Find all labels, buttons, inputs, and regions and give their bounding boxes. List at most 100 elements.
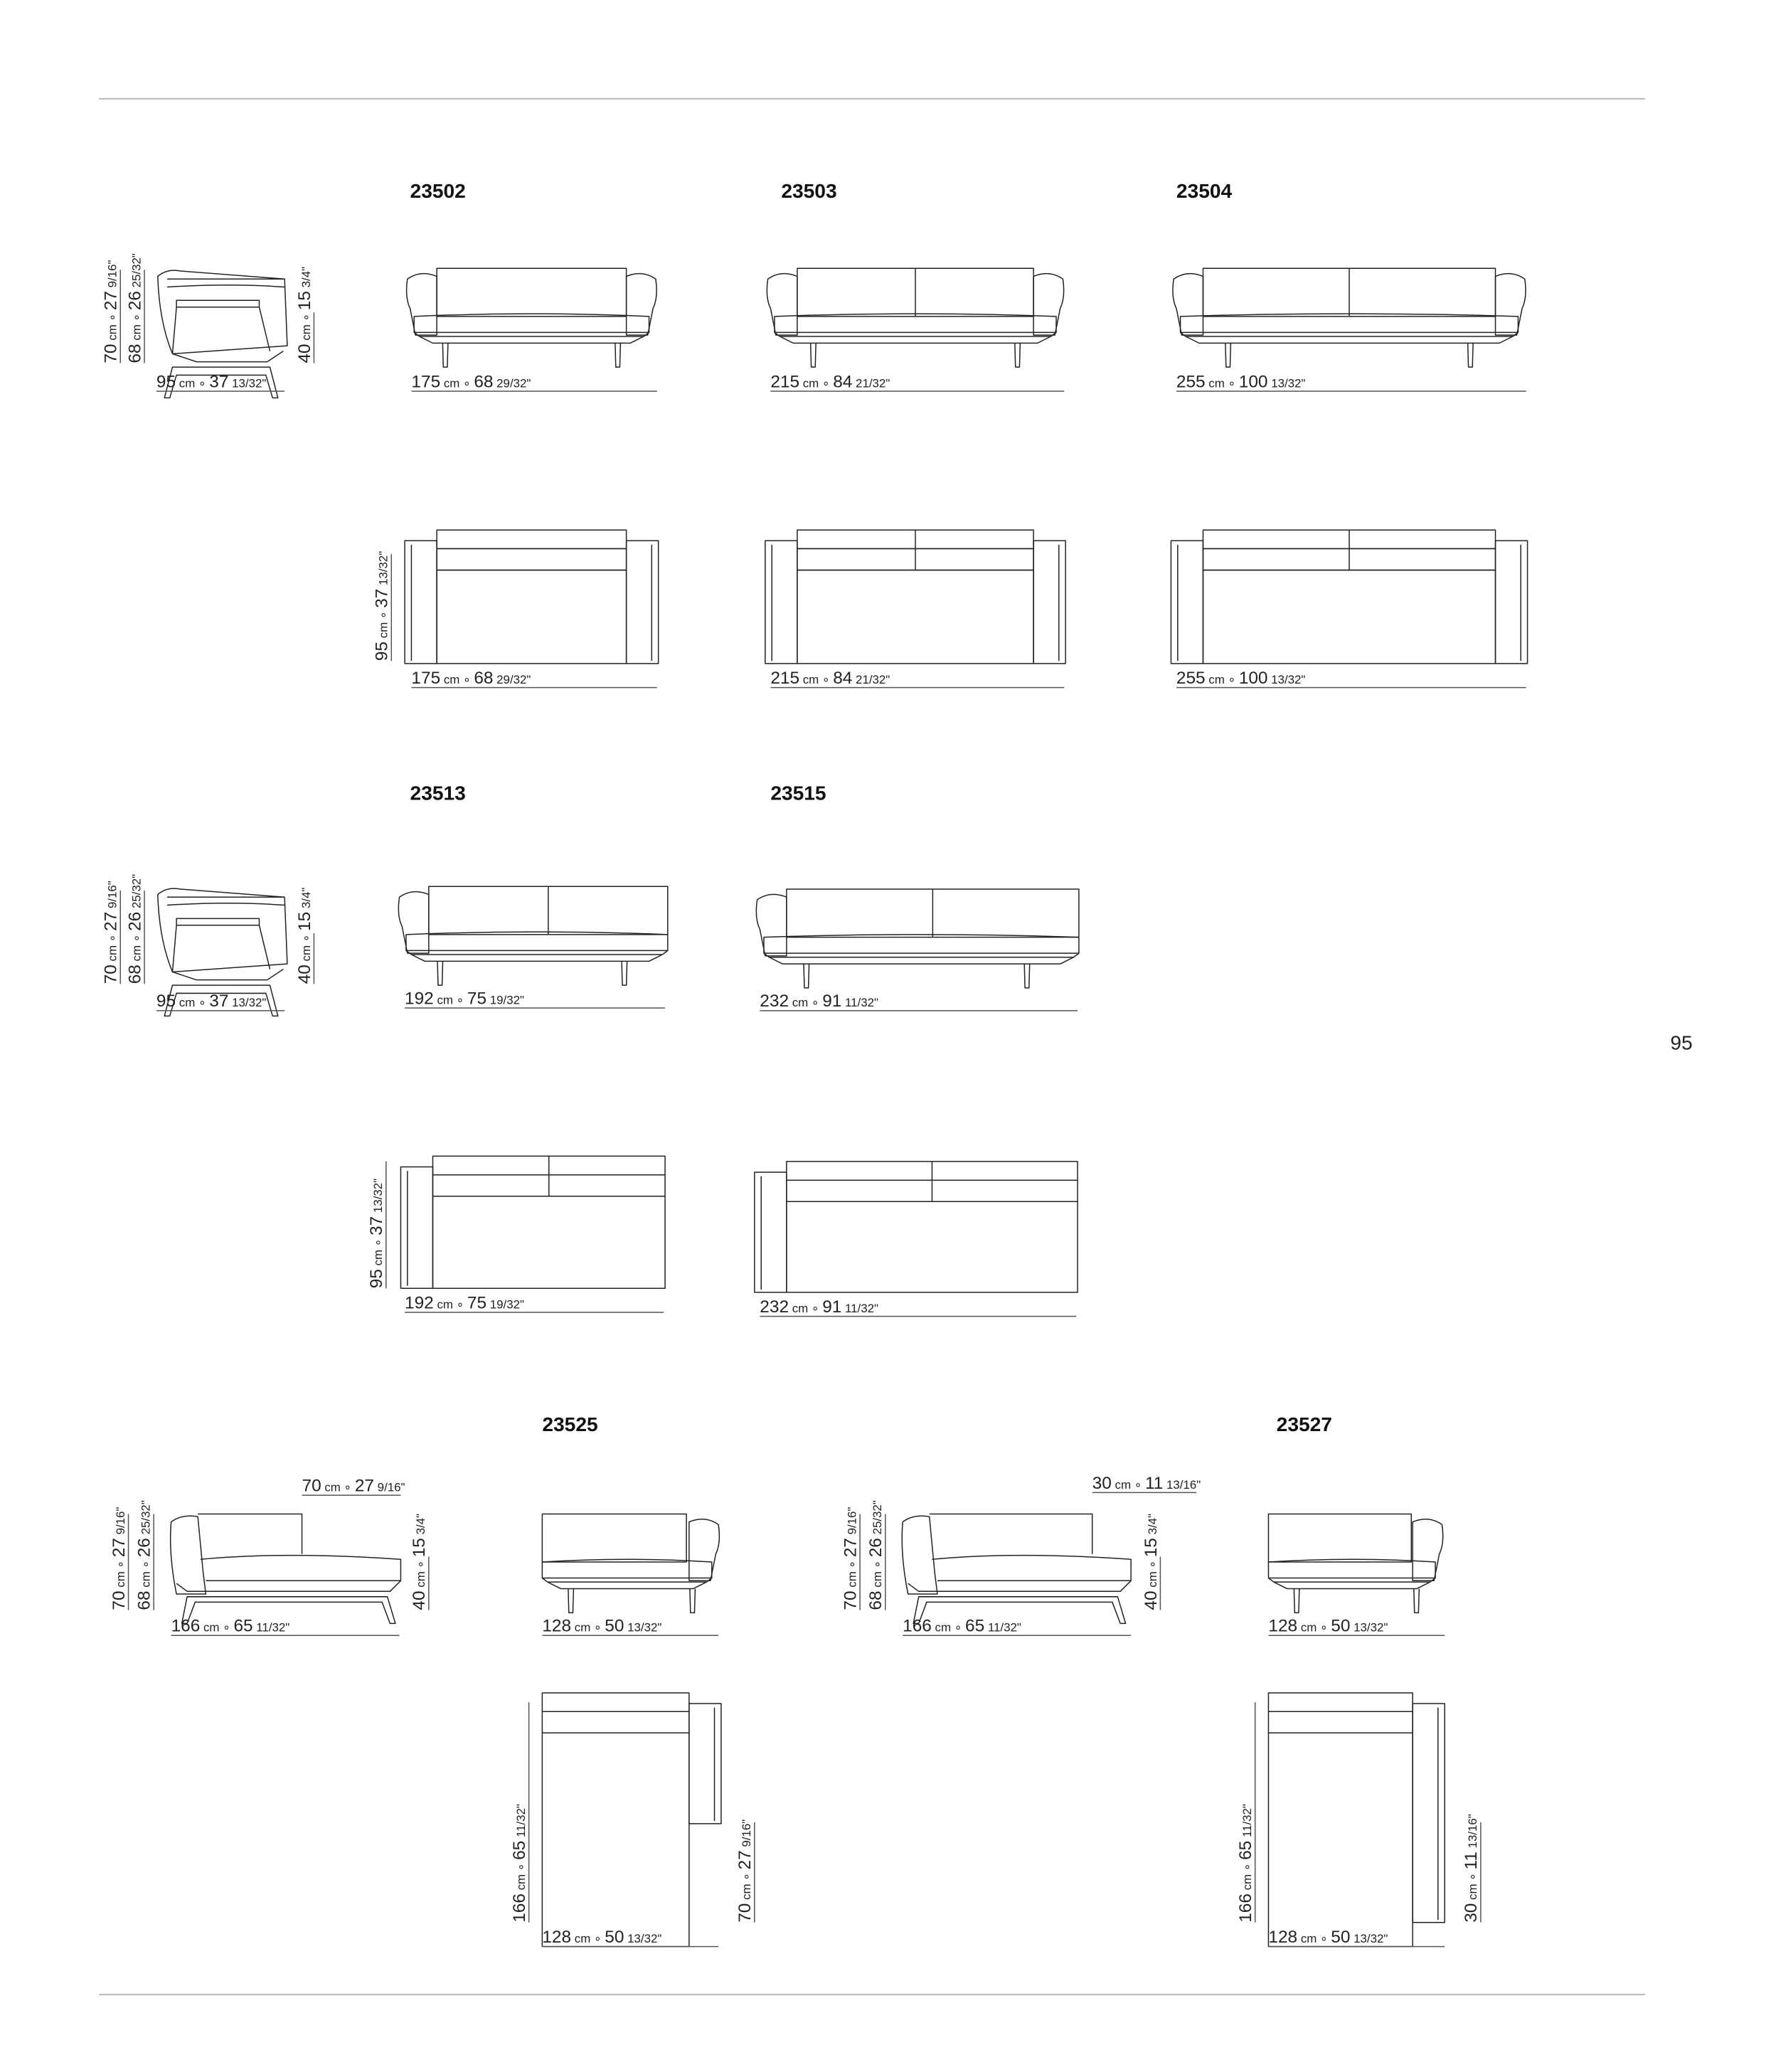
dimension-d30-vertical: 30 cm ∘ 11 13/16" — [1462, 1814, 1482, 1923]
dimension-d215: 215 cm ∘ 84 21/32" — [770, 372, 1065, 392]
dimension-unit: cm — [129, 945, 143, 962]
dimension-in: 50 — [605, 1617, 624, 1636]
dimension-in: 100 — [1239, 372, 1268, 391]
armrest-left — [405, 272, 437, 336]
seat-sides — [171, 925, 271, 972]
dimension-cm: 128 — [1268, 1617, 1297, 1636]
dimension-unit: cm — [203, 1621, 220, 1635]
sofa-23515-plan — [754, 1161, 1078, 1293]
spacer — [740, 1881, 753, 1884]
spacer — [845, 1557, 858, 1561]
sofa-23503-front — [766, 267, 1065, 368]
seat-base — [908, 1580, 1132, 1593]
dimension-d192: 192 cm ∘ 75 19/32" — [405, 989, 666, 1009]
dimension-d40-vertical: 40 cm ∘ 15 3/4" — [295, 267, 315, 363]
spacer — [740, 1900, 753, 1903]
dimension-unit: cm — [1146, 1571, 1159, 1588]
spacer — [129, 961, 143, 965]
seat-base — [763, 952, 1080, 965]
spacer — [139, 1588, 153, 1591]
seat-cushion — [413, 313, 650, 334]
dimension-unit: cm — [1115, 1478, 1132, 1492]
seat-base — [176, 1580, 401, 1593]
armrest-right — [1033, 272, 1065, 336]
model-code-23527: 23527 — [1277, 1413, 1332, 1435]
armrest-left — [398, 891, 430, 954]
dimension-label: 70 cm ∘ 27 9/16" — [102, 881, 121, 984]
seat-base — [1267, 1577, 1436, 1590]
dimension-frac: 25/32" — [871, 1500, 884, 1534]
spacer — [1466, 1869, 1479, 1873]
dimension-cm: 175 — [411, 372, 440, 391]
sofa-23513-plan — [400, 1155, 666, 1289]
dimension-in: 15 — [295, 291, 314, 310]
dimension-sep: ∘ — [812, 996, 819, 1009]
dimension-frac: 13/32" — [1354, 1932, 1388, 1945]
dimension-cm: 68 — [866, 1590, 886, 1610]
spacer — [377, 619, 390, 622]
dimension-in: 37 — [209, 992, 228, 1011]
dimension-unit: cm — [740, 1884, 753, 1900]
dimension-d40-vertical: 40 cm ∘ 15 3/4" — [410, 1514, 430, 1610]
dimension-unit: cm — [803, 376, 819, 390]
dimension-label: 70 cm ∘ 27 9/16" — [302, 1477, 405, 1496]
dimension-label: 166 cm ∘ 65 11/32" — [171, 1617, 290, 1636]
spacer — [514, 1837, 528, 1841]
dimension-in: 27 — [102, 912, 121, 931]
dimension-d128: 128 cm ∘ 50 13/32" — [542, 1928, 719, 1948]
dimension-sep: ∘ — [414, 1561, 427, 1568]
dimension-frac: 13/16" — [1166, 1478, 1201, 1492]
dimension-cm: 40 — [410, 1590, 429, 1610]
dimension-in: 27 — [735, 1850, 755, 1869]
armchair-side-view-2 — [157, 888, 288, 1017]
spacer — [106, 287, 119, 291]
dimension-label: 30 cm ∘ 11 13/16" — [1092, 1474, 1201, 1493]
dimension-label: 40 cm ∘ 15 3/4" — [295, 267, 314, 363]
dimension-sep: ∘ — [463, 673, 471, 686]
dimension-label: 232 cm ∘ 91 11/32" — [760, 992, 878, 1011]
model-code-23513: 23513 — [410, 782, 466, 804]
dimension-d166: 166 cm ∘ 65 11/32" — [903, 1617, 1132, 1636]
spacer — [414, 1568, 427, 1572]
armrest-left — [754, 1172, 787, 1293]
dimension-frac: 3/4" — [299, 267, 313, 287]
seat-cushion — [200, 1554, 402, 1582]
seat-cushion — [763, 934, 1080, 954]
dimension-label: 30 cm ∘ 11 13/16" — [1462, 1814, 1481, 1923]
dimension-label: 95 cm ∘ 37 13/32" — [156, 992, 266, 1011]
leg — [615, 343, 622, 368]
dimension-frac: 11/32" — [845, 996, 878, 1009]
dimension-unit: cm — [299, 324, 313, 341]
dimension-in: 91 — [822, 1297, 841, 1317]
dimension-cm: 192 — [405, 1293, 434, 1312]
dimension-sep: ∘ — [1228, 376, 1236, 390]
dimension-in: 65 — [510, 1841, 529, 1860]
dimension-frac: 19/32" — [490, 993, 524, 1006]
dimension-label: 175 cm ∘ 68 29/32" — [411, 372, 531, 391]
model-code-23502: 23502 — [410, 180, 466, 202]
leg — [1467, 343, 1474, 368]
dimension-in: 65 — [1236, 1841, 1255, 1860]
dimension-in: 37 — [209, 372, 228, 391]
dimension-label: 192 cm ∘ 75 19/32" — [405, 1293, 524, 1312]
dimension-cm: 166 — [510, 1893, 529, 1923]
spacer — [114, 1568, 127, 1572]
dimension-sep: ∘ — [594, 1932, 602, 1945]
dimension-sep: ∘ — [1228, 673, 1236, 686]
spacer — [845, 1534, 858, 1538]
seat-base — [172, 351, 284, 363]
spacer — [1466, 1881, 1479, 1884]
seat — [797, 569, 1034, 664]
backrest-side — [901, 1515, 938, 1595]
dimension-unit: cm — [444, 376, 460, 390]
spacer — [371, 1213, 385, 1216]
dimension-cm: 40 — [295, 965, 314, 984]
dimension-sep: ∘ — [299, 935, 313, 942]
spacer — [514, 1860, 528, 1864]
dimension-d166-vertical: 166 cm ∘ 65 11/32" — [510, 1702, 530, 1923]
spacer — [371, 1246, 385, 1250]
dimension-in: 37 — [373, 589, 392, 608]
spacer — [1146, 1557, 1159, 1561]
dimension-frac: 19/32" — [490, 1297, 524, 1311]
seat — [541, 1732, 690, 1948]
